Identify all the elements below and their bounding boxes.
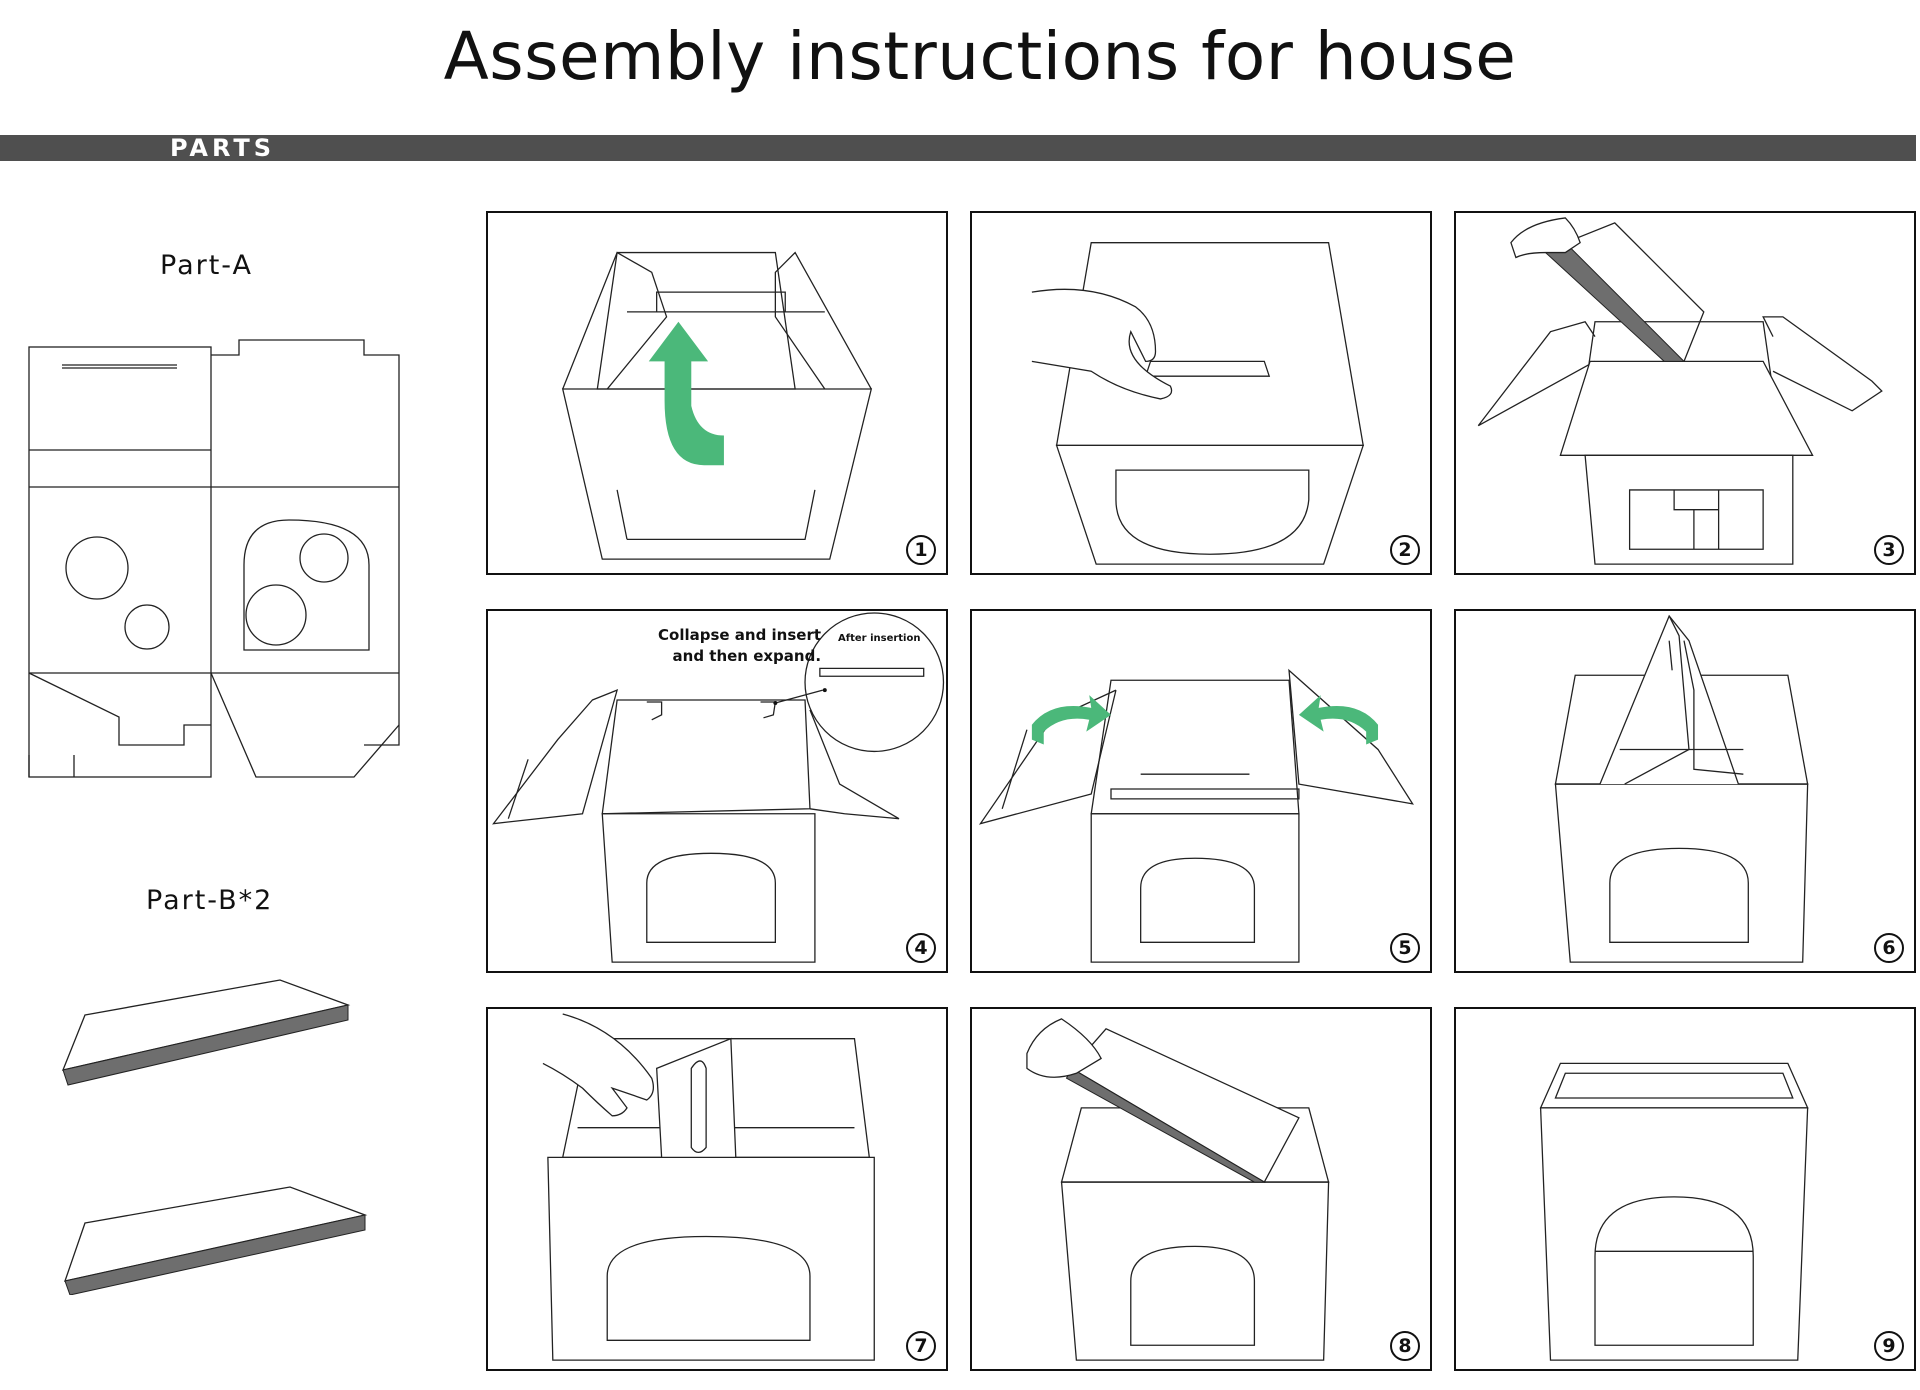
step-4-note: Collapse and insert and then expand. [658,626,822,665]
parts-header-label: PARTS [170,134,276,162]
step-number-4: 4 [906,933,936,963]
step-number-9: 9 [1874,1331,1904,1361]
part-b-diagram [61,979,368,1295]
step-4-inset-label: After insertion [838,633,921,644]
step-4-illustration [492,612,945,963]
step-3-illustration [1477,217,1883,565]
step-7-illustration [542,1013,875,1361]
step-5-illustration [978,668,1414,963]
page-title: Assembly instructions for house [443,18,1517,95]
rotate-arrow-icon [1298,695,1379,745]
hand-icon [1510,217,1581,259]
step-1-illustration [561,251,873,560]
curved-up-arrow-icon [648,321,724,466]
step-number-8: 8 [1390,1331,1420,1361]
step-6-panel: 6 [1454,609,1916,973]
step-number-2: 2 [1390,535,1420,565]
part-a-diagram [28,339,400,778]
step-number-7: 7 [906,1331,936,1361]
step-number-3: 3 [1874,535,1904,565]
step-6-illustration [1554,614,1809,963]
hand-icon [1031,288,1173,400]
step-9-panel: 9 [1454,1007,1916,1371]
step-8-panel: 8 [970,1007,1432,1371]
hand-icon [542,1013,654,1117]
step-5-panel: 5 [970,609,1432,973]
step-1-panel: 1 [486,211,948,575]
parts-header-bar: PARTS [0,135,1916,161]
part-a-label: Part-A [160,250,253,281]
step-number-1: 1 [906,535,936,565]
step-7-panel: 7 [486,1007,948,1371]
step-9-illustration [1539,1062,1809,1361]
step-3-panel: 3 [1454,211,1916,575]
step-8-illustration [1026,1018,1330,1361]
step-4-panel: Collapse and insert and then expand. Aft… [486,609,948,973]
step-number-6: 6 [1874,933,1904,963]
step-number-5: 5 [1390,933,1420,963]
rotate-arrow-icon [1031,695,1111,745]
part-b-label: Part-B*2 [146,885,274,916]
step-2-illustration [1031,242,1365,565]
step-2-panel: 2 [970,211,1432,575]
hand-icon [1026,1018,1102,1078]
